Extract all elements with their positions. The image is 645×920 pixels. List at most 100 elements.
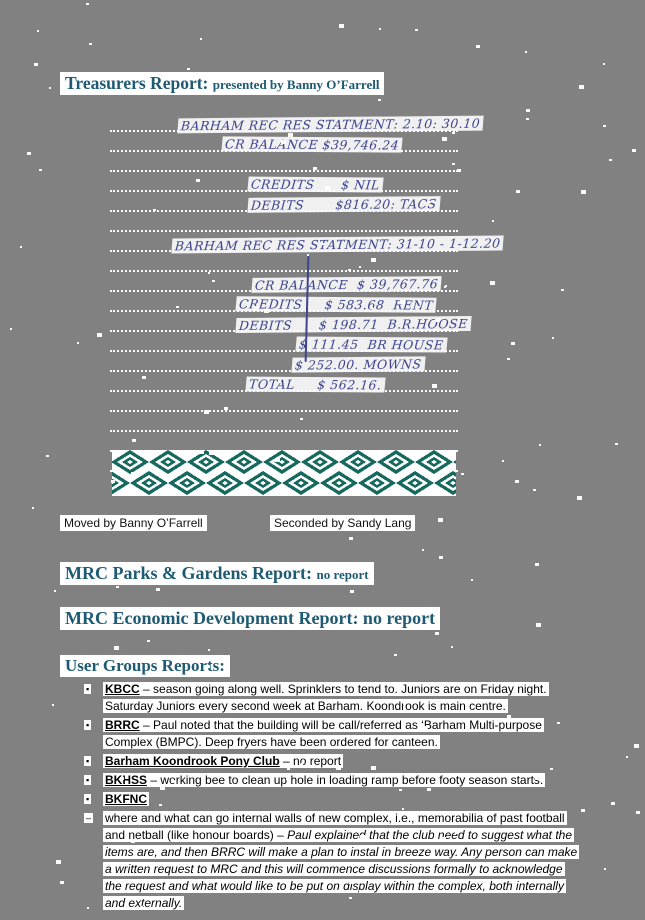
scan-speckle <box>349 897 352 899</box>
scan-speckle <box>403 703 406 705</box>
scan-speckle <box>370 307 373 309</box>
scan-speckle <box>131 840 135 843</box>
ruled-line: CREDITS $ NIL <box>110 172 458 193</box>
handwriting-line: $ 252.00. MOWNS <box>291 356 426 373</box>
treasurers-report-title: Treasurers Report: <box>65 73 209 93</box>
scan-speckle <box>415 29 418 31</box>
ruled-line: CR BALANCE $39,746.24 <box>110 132 458 153</box>
user-group-item-text: BKFNC <box>103 791 581 808</box>
scan-speckle <box>307 254 309 256</box>
user-group-item: –where and what can go internal walls of… <box>84 810 581 912</box>
scan-speckle <box>199 450 204 454</box>
scan-speckle <box>552 337 554 339</box>
scan-speckle <box>141 906 143 908</box>
scan-speckle <box>460 852 462 854</box>
scan-speckle <box>507 715 511 718</box>
scan-speckle <box>97 333 102 337</box>
scan-speckle <box>452 163 455 165</box>
scan-speckle <box>423 726 428 730</box>
scan-speckle <box>49 87 51 89</box>
scan-speckle <box>324 617 326 619</box>
user-groups-heading: User Groups Reports: <box>60 655 230 677</box>
bullet-marker: ▪ <box>84 775 92 785</box>
scan-speckle <box>349 537 353 540</box>
scan-speckle <box>34 63 38 66</box>
scan-speckle <box>615 443 618 445</box>
user-group-label: BKFNC <box>105 792 147 806</box>
scan-speckle <box>87 907 89 909</box>
seconded-by-line: Seconded by Sandy Lang <box>270 515 416 531</box>
scan-speckle <box>301 463 303 465</box>
scan-speckle <box>603 125 606 127</box>
scan-speckle <box>46 455 49 457</box>
scan-speckle <box>603 63 605 65</box>
user-groups-title: User Groups Reports: <box>60 655 230 677</box>
user-group-label: BRRC <box>105 718 140 732</box>
scan-speckle <box>445 285 447 287</box>
scan-speckle <box>379 28 381 30</box>
scan-speckle <box>114 646 119 650</box>
scan-speckle <box>131 472 134 474</box>
user-group-label: Barham Koondrook Pony Club <box>105 754 280 768</box>
treasurers-report-subtitle: presented by Banny O’Farrell <box>212 77 380 92</box>
scan-speckle <box>196 179 200 182</box>
scan-speckle <box>52 704 54 706</box>
scan-speckle <box>172 780 176 783</box>
scan-speckle <box>399 789 402 791</box>
scan-speckle <box>120 777 124 780</box>
handwriting-line: CREDITS $ NIL <box>247 176 384 193</box>
bullet-marker: ▪ <box>84 794 92 804</box>
scan-speckle <box>476 45 480 48</box>
scan-speckle <box>86 3 89 5</box>
scan-speckle <box>253 308 255 310</box>
scan-speckle <box>77 342 79 344</box>
scan-speckle <box>300 418 303 420</box>
scan-speckle <box>32 507 34 509</box>
scan-speckle <box>516 190 520 193</box>
handwriting-line: BARHAM REC RES STATMENT: 2.10: 30.10 <box>177 115 484 134</box>
scan-speckle <box>435 632 439 635</box>
handwriting-line: $ 111.45 BR HOUSE <box>295 336 448 353</box>
scan-speckle <box>349 881 353 884</box>
scan-speckle <box>160 786 165 790</box>
user-groups-list: ▪KBCC – season going along well. Sprinkl… <box>84 681 581 914</box>
ruled-line: DEBITS $ 198.71 B.R.HOOSE <box>110 312 472 334</box>
scan-speckle <box>63 572 66 574</box>
ruled-line <box>110 412 458 432</box>
user-group-item: ▪BRRC – Paul noted that the building wil… <box>84 717 581 751</box>
scan-speckle <box>557 722 560 724</box>
scan-speckle <box>378 99 381 101</box>
scan-speckle <box>208 649 210 651</box>
scan-speckle <box>526 118 529 120</box>
scan-speckle <box>435 318 440 322</box>
scan-speckle <box>418 306 420 308</box>
scan-speckle <box>371 766 376 770</box>
scan-speckle <box>539 444 541 446</box>
scan-speckle <box>209 451 214 455</box>
scan-speckle <box>264 309 269 313</box>
user-group-item: ▪Barham Koondrook Pony Club – no report <box>84 753 581 770</box>
scan-speckle <box>439 556 443 559</box>
scan-speckle <box>457 169 461 172</box>
scan-speckle <box>111 480 115 483</box>
scan-speckle <box>325 186 330 190</box>
scan-speckle <box>224 407 228 410</box>
scan-speckle <box>89 43 92 45</box>
ruled-line: TOTAL $ 562.16. <box>110 372 458 393</box>
scan-speckle <box>632 149 636 152</box>
ruled-line: $ 111.45 BR HOUSE <box>110 332 458 353</box>
scan-speckle <box>176 306 179 308</box>
scan-speckle <box>116 586 119 588</box>
scan-speckle <box>535 777 539 780</box>
scan-speckle <box>204 410 209 414</box>
scan-speckle <box>322 243 324 245</box>
scan-speckle <box>400 300 405 304</box>
scan-speckle <box>27 152 31 155</box>
parks-gardens-note: no report <box>316 567 369 582</box>
scan-speckle <box>455 832 458 834</box>
scan-speckle <box>442 137 447 141</box>
scan-speckle <box>194 673 196 675</box>
bullet-marker: ▪ <box>84 720 92 730</box>
scan-speckle <box>60 881 64 884</box>
scan-speckle <box>278 381 281 383</box>
